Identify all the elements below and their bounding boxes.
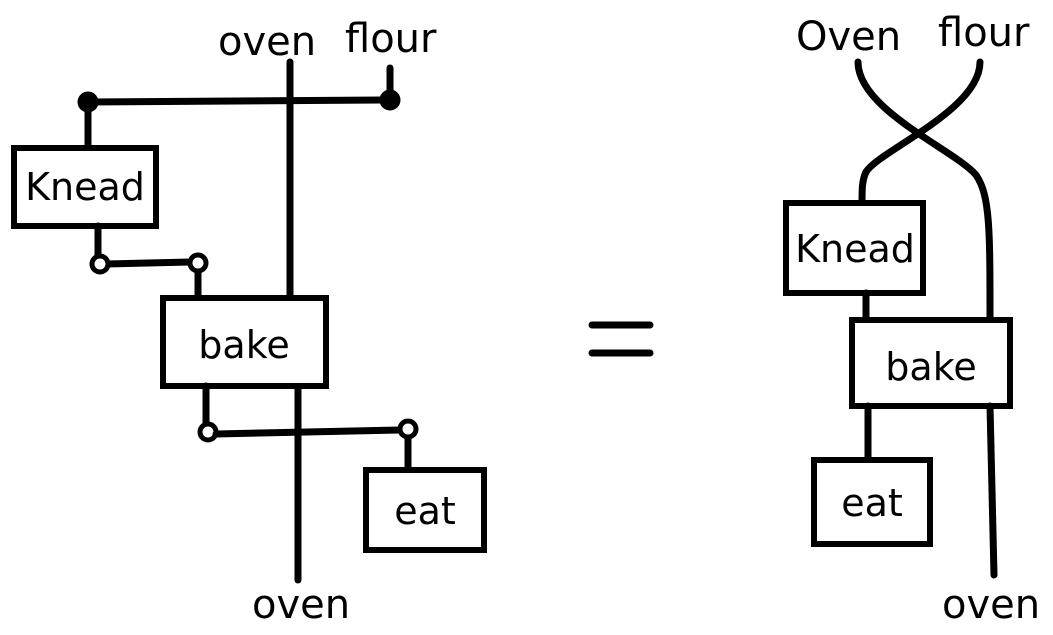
left-filled-dot-2 — [379, 89, 401, 111]
right-eat-label: eat — [841, 481, 903, 525]
right-oven-output-wire — [986, 402, 998, 579]
left-open-dot-1 — [89, 253, 111, 275]
right-knead-box — [783, 200, 926, 296]
left-bake-label: bake — [198, 323, 289, 367]
equals-sign: = — [588, 321, 654, 357]
left-bake-box — [160, 295, 329, 389]
left-bake-eat-link — [212, 426, 404, 438]
right-oven-crossing-wire — [854, 58, 994, 322]
right-bottom-label-oven: oven — [942, 582, 1040, 628]
left-knead-box — [11, 145, 159, 229]
left-bottom-label-oven: oven — [252, 582, 350, 628]
right-diagram: Oven flour Knead bake eat oven — [783, 10, 1040, 628]
left-horizontal-bar — [84, 96, 394, 106]
right-label-flour: flour — [938, 10, 1030, 56]
left-label-flour: flour — [345, 16, 437, 62]
left-label-oven: oven — [218, 19, 316, 65]
right-label-oven: Oven — [796, 14, 901, 60]
right-bake-label: bake — [885, 345, 976, 389]
right-eat-box — [811, 457, 933, 547]
left-diagram: oven flour Knead bake eat — [11, 16, 487, 628]
left-knead-label: Knead — [25, 165, 145, 209]
right-bake-box — [849, 317, 1013, 409]
left-knead-bake-link — [102, 258, 194, 268]
right-knead-label: Knead — [795, 227, 915, 271]
left-eat-label: eat — [394, 489, 456, 533]
left-eat-box — [363, 467, 487, 553]
right-flour-crossing-wire — [858, 58, 984, 207]
